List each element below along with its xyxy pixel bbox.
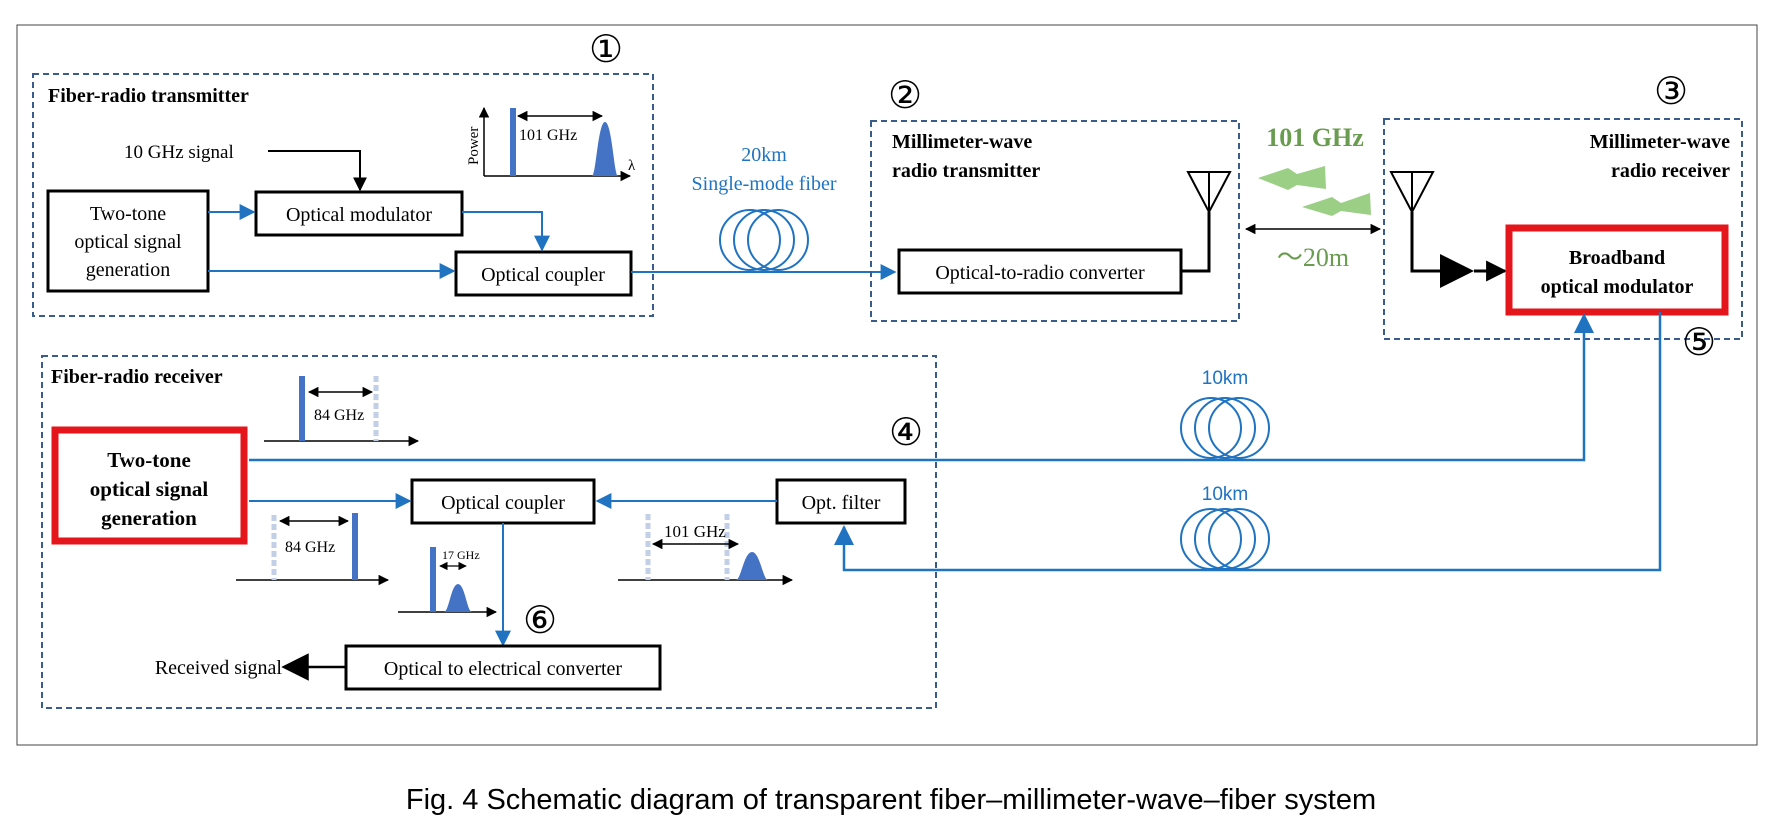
tx-two-tone-box bbox=[46, 189, 210, 293]
figure-caption: Fig. 4 Schematic diagram of transparent … bbox=[406, 784, 1376, 816]
tx-optical-modulator-box bbox=[254, 190, 464, 237]
opt-filter-label: Opt. filter bbox=[802, 492, 881, 514]
fiber-20km-length: 20km bbox=[741, 144, 787, 166]
mmw-rx-title-l1: Millimeter-wave bbox=[1590, 131, 1730, 153]
tx-optical-coupler-label: Optical coupler bbox=[481, 264, 605, 286]
spec-101-label: 101 GHz bbox=[664, 522, 726, 541]
mmw-rx-title-l2: radio receiver bbox=[1611, 160, 1730, 182]
oe-converter-label: Optical to electrical converter bbox=[384, 658, 623, 680]
fiber-lower-label: 10km bbox=[1202, 484, 1248, 505]
tx-two-tone-l3: generation bbox=[86, 259, 170, 281]
fiber-10km-upper: 10km bbox=[249, 313, 1594, 462]
lightning-icon-2 bbox=[1302, 193, 1371, 216]
optical-to-radio-converter-label: Optical-to-radio converter bbox=[935, 262, 1145, 284]
radio-link: 101 GHz ～20m bbox=[1244, 123, 1382, 272]
link-distance-label: ～20m bbox=[1277, 243, 1349, 272]
spec-17-label: 17 GHz bbox=[442, 548, 480, 562]
lightning-icon-1 bbox=[1258, 166, 1326, 190]
tx-two-tone-l2: optical signal bbox=[74, 231, 182, 253]
link-freq-label: 101 GHz bbox=[1266, 123, 1364, 152]
broadband-modulator-l1: Broadband bbox=[1569, 247, 1665, 269]
amplifier-icon bbox=[1440, 254, 1474, 288]
rx-optical-coupler-label: Optical coupler bbox=[441, 492, 565, 514]
rx-spectrum-84-mid: 84 GHz bbox=[236, 513, 390, 586]
spectrum-lambda-label: λ bbox=[628, 158, 636, 174]
spec-84-mid-label: 84 GHz bbox=[285, 539, 335, 556]
rx-spectrum-101: 101 GHz bbox=[618, 514, 794, 586]
received-signal-label: Received signal bbox=[155, 657, 283, 679]
spec-84-top-label: 84 GHz bbox=[314, 407, 364, 424]
fiber-20km-type: Single-mode fiber bbox=[692, 173, 837, 195]
rx-spectrum-17: 17 GHz bbox=[398, 547, 498, 618]
transmitter-title: Fiber-radio transmitter bbox=[48, 85, 249, 107]
marker-5: ⑤ bbox=[1682, 322, 1716, 364]
rx-two-tone-l2: optical signal bbox=[90, 477, 209, 501]
spectrum-101ghz-label: 101 GHz bbox=[519, 127, 577, 144]
tx-optical-modulator-label: Optical modulator bbox=[286, 204, 432, 226]
receiver-title: Fiber-radio receiver bbox=[51, 366, 223, 388]
mmw-radio-transmitter: ② Millimeter-wave radio transmitter Opti… bbox=[870, 75, 1240, 322]
fiber-10km-lower: 10km bbox=[834, 312, 1662, 572]
rx-antenna-icon bbox=[1389, 171, 1435, 215]
rx-spectrum-84-top: 84 GHz bbox=[264, 376, 420, 447]
mmw-tx-title-l1: Millimeter-wave bbox=[892, 131, 1032, 153]
broadband-modulator-box bbox=[1505, 224, 1729, 316]
marker-3: ③ bbox=[1654, 71, 1688, 113]
rx-two-tone-l3: generation bbox=[101, 506, 197, 530]
broadband-modulator-l2: optical modulator bbox=[1541, 276, 1694, 298]
fiber-radio-transmitter: Fiber-radio transmitter ① 10 GHz signal … bbox=[32, 29, 654, 317]
fiber-radio-receiver: Fiber-radio receiver ④ Two-tone optical … bbox=[41, 355, 937, 709]
marker-2: ② bbox=[888, 75, 922, 117]
tx-spectrum-inset: Power λ 101 GHz bbox=[466, 106, 636, 182]
marker-1: ① bbox=[589, 29, 623, 71]
fiber-upper-label: 10km bbox=[1202, 368, 1248, 389]
marker-6: ⑥ bbox=[523, 600, 557, 642]
mmw-tx-title-l2: radio transmitter bbox=[892, 160, 1040, 182]
tx-antenna-icon bbox=[1186, 171, 1232, 215]
spectrum-power-label: Power bbox=[466, 127, 482, 165]
tx-two-tone-l1: Two-tone bbox=[90, 203, 166, 225]
tx-optical-coupler-box bbox=[454, 250, 633, 297]
marker-4: ④ bbox=[889, 412, 923, 454]
signal-10ghz-label: 10 GHz signal bbox=[124, 142, 234, 163]
mmw-radio-receiver: ③ Millimeter-wave radio receiver Broadba… bbox=[1383, 71, 1743, 364]
rx-two-tone-box bbox=[51, 426, 248, 545]
outer-frame bbox=[16, 24, 1758, 746]
single-mode-fiber-20km: 20km Single-mode fiber bbox=[631, 144, 897, 280]
oe-converter-box bbox=[344, 644, 662, 691]
rx-two-tone-l1: Two-tone bbox=[107, 448, 191, 472]
